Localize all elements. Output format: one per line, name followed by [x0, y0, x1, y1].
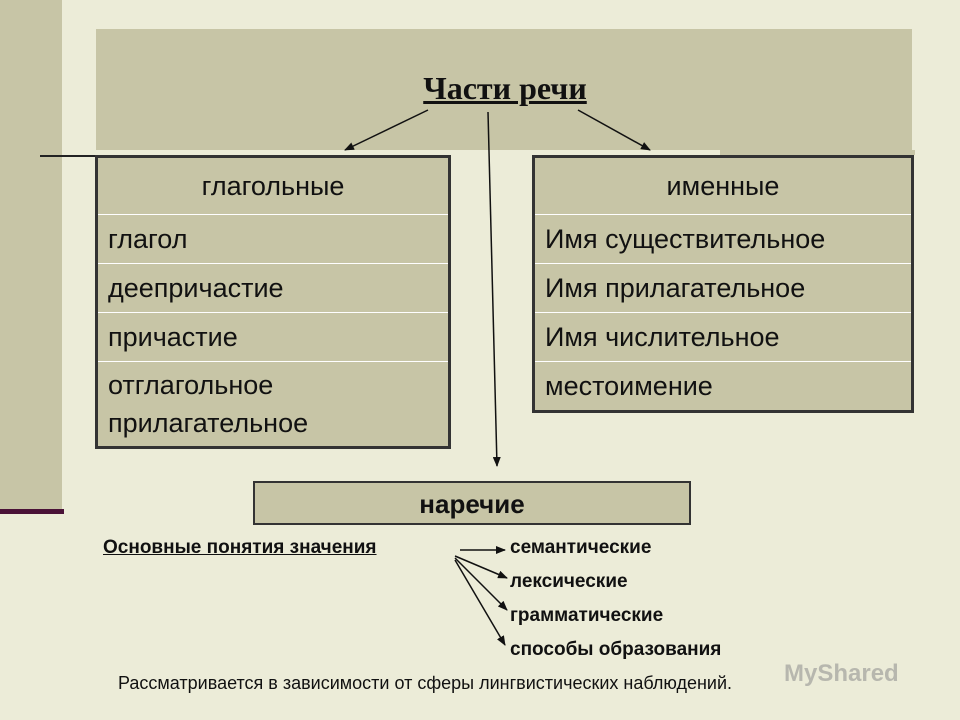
footer-note: Рассматривается в зависимости от сферы л… [118, 673, 733, 693]
concept-value: семантические [510, 537, 652, 558]
arrow-to-grammatical [454, 557, 508, 611]
concepts-label: Основные понятия значения [103, 537, 377, 558]
nominal-item: Имя существительное [533, 214, 913, 264]
arrow-to-verbal [344, 109, 429, 151]
arrow-to-lexical [454, 555, 508, 579]
nominal-item: Имя прилагательное [533, 263, 913, 313]
verbal-item: деепричастие [96, 263, 450, 313]
arrow-to-adverb [487, 111, 501, 467]
verbal-item: отглагольное прилагательное [96, 361, 450, 448]
arrow-to-formation [454, 559, 506, 646]
verbal-item: причастие [96, 312, 450, 362]
adverb-box: наречие [253, 481, 691, 525]
verbal-table: глагольные глагол деепричастие причастие… [95, 155, 451, 449]
verbal-item: глагол [96, 214, 450, 264]
nominal-table: именные Имя существительное Имя прилагат… [532, 155, 914, 413]
nominal-item: местоимение [533, 361, 913, 412]
title-band [96, 29, 912, 150]
nominal-item: Имя числительное [533, 312, 913, 362]
divider-accent [720, 150, 915, 155]
left-decor-band [0, 0, 62, 510]
arrow-to-nominal [577, 109, 651, 151]
verbal-header: глагольные [96, 156, 450, 215]
concept-value: лексические [510, 571, 628, 592]
watermark-logo: MyShared [784, 660, 899, 687]
page-title: Части речи [423, 70, 587, 106]
nominal-header: именные [533, 156, 913, 215]
left-decor-line [0, 509, 64, 514]
concept-value: способы образования [510, 639, 722, 660]
concept-value: грамматические [510, 605, 664, 626]
